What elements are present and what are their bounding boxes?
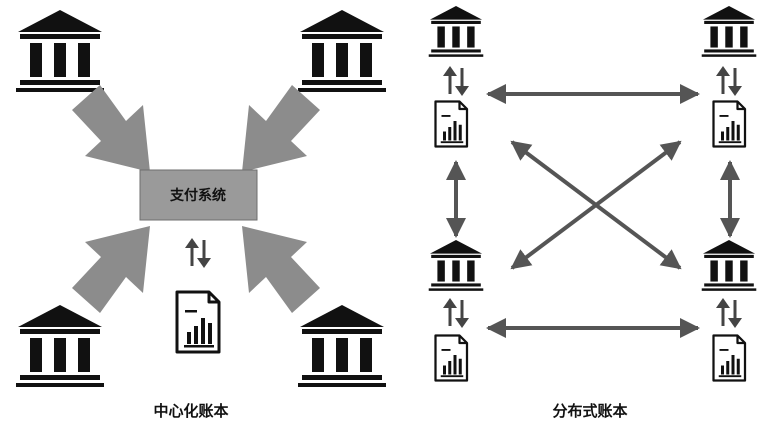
ledger-document-icon [434,100,469,148]
ledger-document-icon [175,290,221,354]
bank-icon [428,6,484,57]
bank-icon [16,10,104,92]
two-way-arrow-icon [183,236,213,270]
arrow-to-payment-system [242,226,320,313]
distributed-ledger-diagram [428,6,757,382]
two-way-arrow-icon [441,296,471,330]
bank-icon [298,10,386,92]
arrow-to-payment-system [242,85,320,172]
bank-icon [701,6,757,57]
arrow-to-payment-system [72,85,150,172]
payment-system-label: 支付系统 [169,187,226,204]
two-way-arrow-icon [441,64,471,98]
bank-icon [16,305,104,387]
ledger-document-icon [712,334,747,382]
centralized-ledger-diagram: 支付系统 [16,10,386,387]
distributed-ledger-caption: 分布式账本 [552,402,628,420]
sync-arrow-diagonal [510,140,682,270]
centralized-ledger-caption: 中心化账本 [153,402,229,420]
ledger-document-icon [712,100,747,148]
bank-icon [428,240,484,291]
ledger-document-icon [434,334,469,382]
bank-icon [298,305,386,387]
payment-system-box [139,169,258,221]
two-way-arrow-icon [714,64,744,98]
arrow-to-payment-system [72,226,150,313]
bank-icon [701,240,757,291]
two-way-arrow-icon [714,296,744,330]
